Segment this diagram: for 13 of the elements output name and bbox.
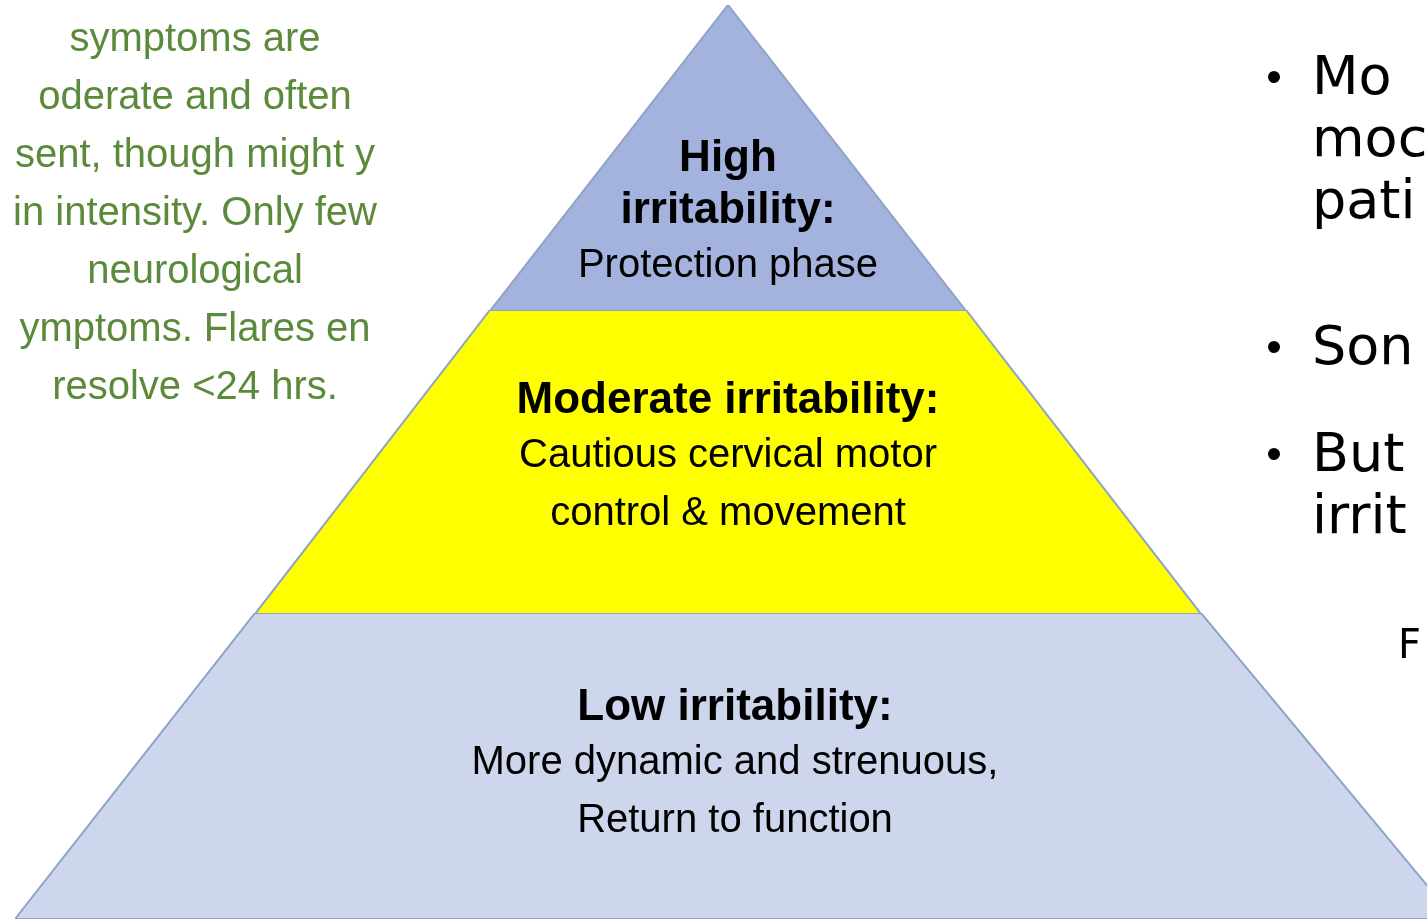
bullet-text: Son xyxy=(1312,315,1415,377)
bullet-text: Mo moc pati xyxy=(1312,45,1422,231)
bullet-text: But irrit xyxy=(1312,422,1408,546)
band-description: Cautious cervical motor control & movement xyxy=(518,430,938,535)
band-heading: Moderate irritability: xyxy=(515,372,941,424)
band-description: Protection phase xyxy=(576,240,880,287)
band-heading: Low irritability: xyxy=(576,679,894,731)
band-description: More dynamic and strenuous, Return to function xyxy=(470,737,1000,842)
pyramid-top-band xyxy=(490,5,966,311)
side-note: symptoms are oderate and often sent, though might y in intensity. Only few neurological ymptoms. Flares en resolve <24 hrs. xyxy=(12,14,378,409)
pyramid-bottom-band xyxy=(15,613,1427,919)
cut-off-text: F xyxy=(1398,620,1422,669)
band-heading: High irritability: xyxy=(619,130,837,234)
